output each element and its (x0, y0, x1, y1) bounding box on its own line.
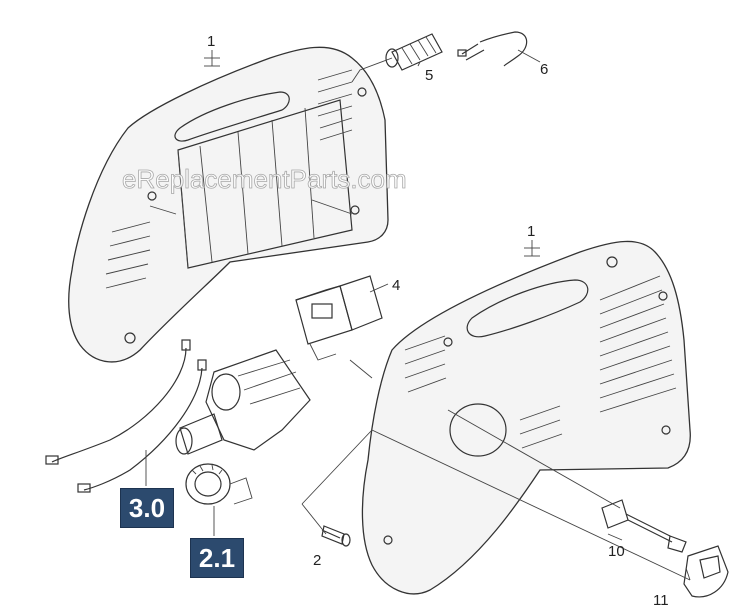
cord-lead (457, 31, 528, 67)
hook (683, 545, 729, 598)
label-cable-gland: 5 (425, 67, 433, 84)
rear-housing (68, 46, 389, 363)
callout-pump-group[interactable]: 2.1 (190, 538, 244, 578)
switch-block (295, 275, 383, 361)
label-housing-front: 1 (527, 223, 535, 240)
label-connector: 10 (608, 543, 625, 560)
screw (321, 525, 351, 547)
label-housing-rear: 1 (207, 33, 215, 50)
label-hook: 11 (653, 592, 669, 609)
label-switch: 4 (392, 277, 400, 294)
watermark: eReplacementParts.com (122, 164, 407, 194)
label-cord-lead: 6 (540, 61, 548, 78)
connector (601, 499, 687, 553)
pump-assembly (175, 349, 311, 505)
front-housing (361, 240, 691, 595)
label-screw: 2 (313, 552, 321, 569)
callout-wiring-group[interactable]: 3.0 (120, 488, 174, 528)
wiring-harness (45, 339, 207, 493)
cable-gland (351, 33, 443, 83)
leader-lines (145, 49, 691, 581)
